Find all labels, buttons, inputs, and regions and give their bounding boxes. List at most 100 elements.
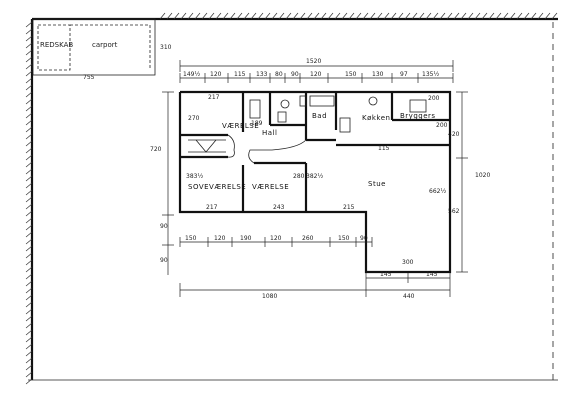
opening-w8: 115 — [378, 145, 390, 152]
hatch-mark — [180, 12, 187, 20]
hatch-mark — [306, 12, 313, 20]
hatch-mark — [327, 12, 334, 20]
bryggers-fixture-icon — [409, 99, 427, 113]
outbuilding: REDSKAB carport 310 755 — [32, 18, 172, 81]
hatch-mark — [432, 12, 439, 20]
hatch-mark — [25, 105, 33, 112]
hatch-mark — [411, 12, 418, 20]
hatch-mark — [25, 217, 33, 224]
hatch-mark — [25, 266, 33, 273]
hatch-mark — [25, 77, 33, 84]
hatch-mark — [25, 84, 33, 91]
carport-label: carport — [92, 41, 118, 49]
hatch-mark — [285, 12, 292, 20]
room-stue-area: 662½ — [429, 188, 446, 195]
dim-left-small-b: 90 — [160, 257, 168, 264]
hatch-mark — [460, 12, 467, 20]
room-bad: Bad — [312, 112, 327, 120]
hatch-mark — [25, 182, 33, 189]
room-labels: VÆRELSE 270 Hall Bad Køkken Bryggers 383… — [186, 112, 446, 195]
dim-bottom-seg-4: 260 — [302, 235, 314, 242]
room-kokken: Køkken — [362, 114, 390, 122]
hatch-mark — [25, 140, 33, 147]
hatch-mark — [25, 189, 33, 196]
hatch-mark — [25, 336, 33, 343]
room-vaerelse-top-area: 270 — [188, 115, 200, 122]
hatch-mark — [25, 245, 33, 252]
hatch-mark — [25, 112, 33, 119]
hatch-mark — [25, 49, 33, 56]
dimension-top: 1520 149½ 120 115 133 80 90 120 150 130 … — [179, 58, 454, 83]
dim-left-small-a: 90 — [160, 223, 168, 230]
cabinet-fixture-icon — [249, 99, 261, 119]
hatch-mark — [397, 12, 404, 20]
hatch-mark — [25, 56, 33, 63]
stove-fixture-icon — [339, 117, 351, 133]
hatch-mark — [194, 12, 201, 20]
hatch-mark — [25, 273, 33, 280]
redskab-label: REDSKAB — [40, 41, 73, 49]
hatch-mark — [376, 12, 383, 20]
hatch-mark — [446, 12, 453, 20]
hatch-mark — [25, 238, 33, 245]
hatch-mark — [516, 12, 523, 20]
hall-curves — [188, 134, 307, 164]
toilet-fixture-icon — [280, 99, 290, 109]
opening-w3: 200 — [428, 95, 440, 102]
hatch-mark — [369, 12, 376, 20]
opening-w7: 300 — [402, 259, 414, 266]
room-hall: Hall — [262, 129, 277, 137]
hatch-mark — [25, 154, 33, 161]
room-vaerelse-mid: VÆRELSE — [252, 183, 289, 191]
site-boundary-left-hatch — [25, 21, 33, 385]
dim-top-seg-8: 130 — [372, 71, 384, 78]
opening-w5: 243 — [273, 204, 285, 211]
hatch-mark — [25, 280, 33, 287]
house-walls — [178, 90, 452, 274]
room-vaerelse-top: VÆRELSE — [222, 122, 259, 130]
dim-right-overall: 1020 — [475, 172, 490, 179]
hatch-mark — [320, 12, 327, 20]
dim-bottom-seg-0: 150 — [185, 235, 197, 242]
dim-top-seg-10: 135½ — [422, 71, 439, 78]
hatch-mark — [159, 12, 166, 20]
dim-top-seg-4: 80 — [275, 71, 283, 78]
hatch-mark — [355, 12, 362, 20]
dim-top-seg-5: 90 — [291, 71, 299, 78]
hatch-mark — [453, 12, 460, 20]
hatch-mark — [25, 364, 33, 371]
hatch-mark — [25, 210, 33, 217]
hatch-mark — [25, 259, 33, 266]
site-boundary-top-hatch — [159, 12, 558, 20]
hatch-mark — [201, 12, 208, 20]
fixtures — [249, 95, 427, 133]
hatch-mark — [25, 147, 33, 154]
hatch-mark — [25, 357, 33, 364]
hatch-mark — [544, 12, 551, 20]
hatch-mark — [537, 12, 544, 20]
hatch-mark — [25, 301, 33, 308]
dim-top-seg-6: 120 — [310, 71, 322, 78]
hatch-mark — [166, 12, 173, 20]
hatch-mark — [236, 12, 243, 20]
hatch-mark — [173, 12, 180, 20]
hatch-mark — [25, 70, 33, 77]
hatch-mark — [299, 12, 306, 20]
hatch-mark — [523, 12, 530, 20]
opening-w4: 217 — [206, 204, 218, 211]
hall-curve-left — [227, 134, 235, 158]
hatch-mark — [25, 371, 33, 378]
outbuilding-outline — [32, 18, 156, 76]
hatch-mark — [488, 12, 495, 20]
room-vaerelse-mid-area: 280 — [293, 173, 305, 180]
exterior-wall — [178, 90, 452, 274]
dim-top-segment-ticks — [179, 73, 454, 83]
dim-wing-seg-0: 145 — [380, 271, 392, 278]
redskab-room — [37, 24, 71, 71]
hatch-mark — [474, 12, 481, 20]
hatch-mark — [25, 252, 33, 259]
hatch-mark — [25, 308, 33, 315]
dim-bottom-segment-ticks — [179, 237, 373, 247]
room-sove-area: 383½ — [186, 173, 203, 180]
